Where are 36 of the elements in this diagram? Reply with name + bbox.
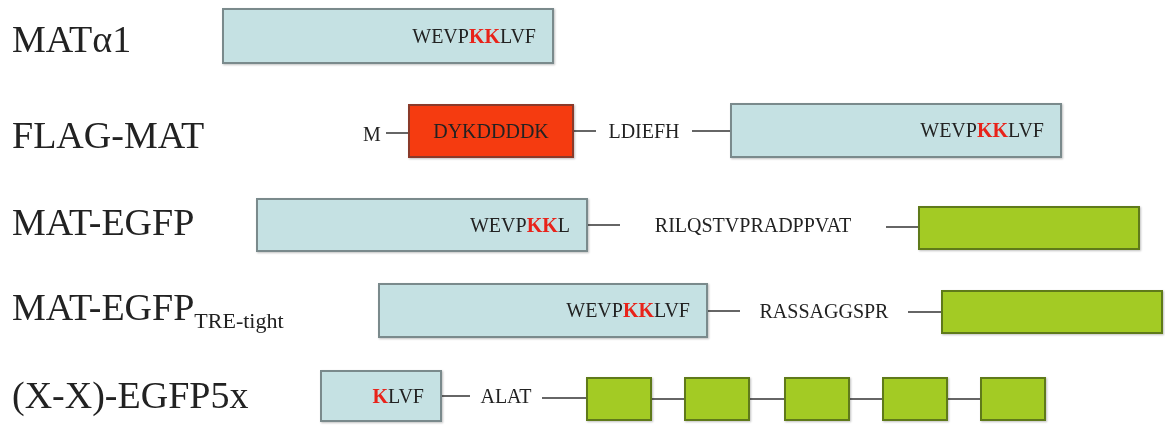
domain-box xyxy=(918,206,1140,250)
linker-sequence: M xyxy=(358,119,386,149)
connector-line xyxy=(385,132,409,134)
connector-line xyxy=(885,226,919,228)
connector-line xyxy=(573,130,597,132)
connector-line xyxy=(691,130,731,132)
domain-box xyxy=(684,377,750,421)
connector-line xyxy=(849,398,883,400)
construct-name: FLAG-MAT xyxy=(12,116,205,154)
connector-line xyxy=(907,311,942,313)
linker-sequence: LDIEFH xyxy=(596,116,692,146)
linker-sequence: ALAT xyxy=(470,381,542,411)
connector-line xyxy=(441,395,471,397)
domain-box: DYKDDDDK xyxy=(408,104,574,158)
construct-name: (X-X)-EGFP5x xyxy=(12,376,249,414)
connector-line xyxy=(651,398,685,400)
construct-name: MAT-EGFP$_{TRE-tight}$ xyxy=(12,288,284,332)
domain-box xyxy=(882,377,948,421)
domain-box: KLVF xyxy=(320,370,442,422)
connector-line xyxy=(587,224,621,226)
connector-line xyxy=(707,310,741,312)
connector-line xyxy=(749,398,785,400)
construct-name: MAT-EGFP xyxy=(12,203,195,241)
connector-line xyxy=(541,397,587,399)
connector-line xyxy=(947,398,981,400)
domain-box xyxy=(586,377,652,421)
domain-box: WEVPKKLVF xyxy=(222,8,554,64)
domain-box: WEVPKKL xyxy=(256,198,588,252)
linker-sequence: RILQSTVPRADPPVAT xyxy=(620,210,886,240)
domain-box: WEVPKKLVF xyxy=(378,283,708,338)
linker-sequence: RASSAGGSPR xyxy=(740,296,908,326)
domain-box xyxy=(784,377,850,421)
domain-box xyxy=(980,377,1046,421)
domain-box xyxy=(941,290,1163,334)
domain-box: WEVPKKLVF xyxy=(730,103,1062,158)
construct-name: MATα1 xyxy=(12,20,132,58)
